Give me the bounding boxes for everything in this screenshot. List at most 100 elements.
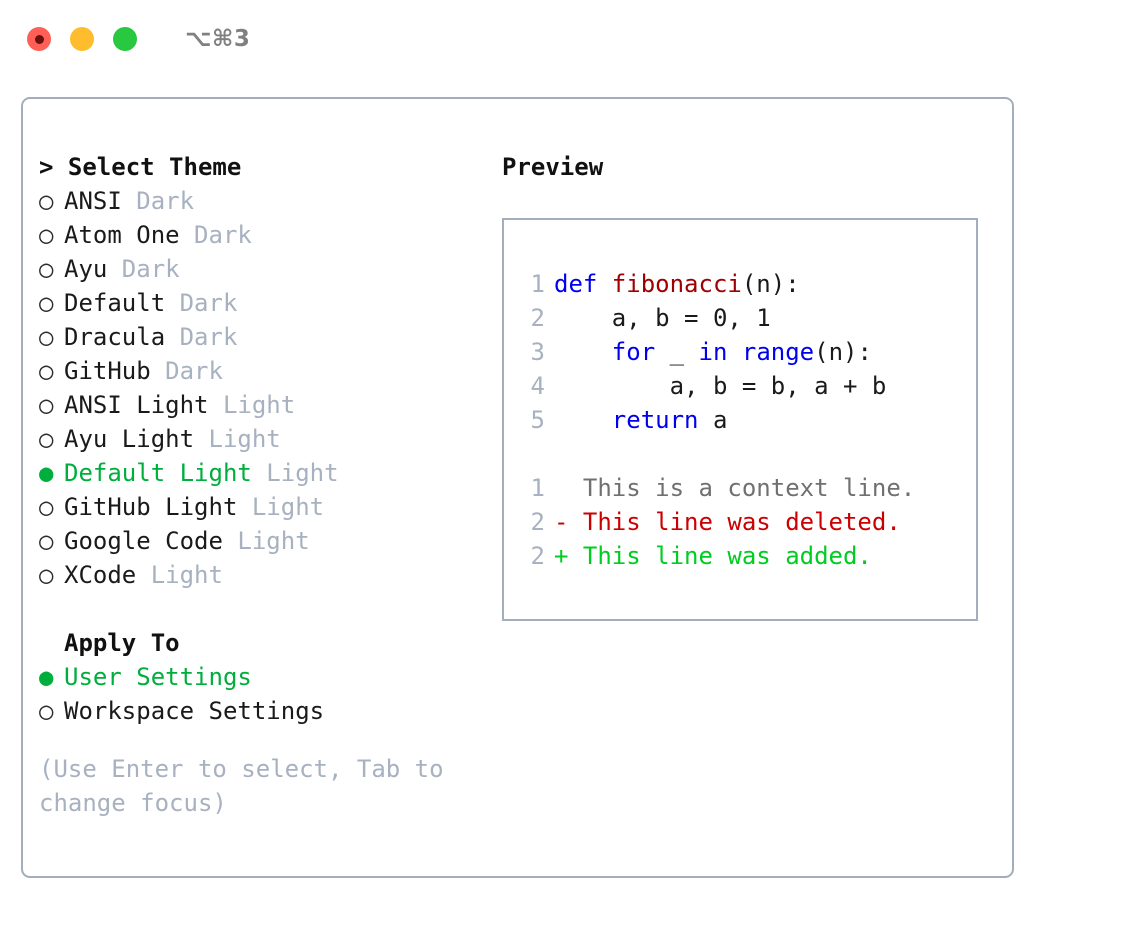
radio-unselected-icon[interactable]: ○ bbox=[39, 697, 54, 725]
code-token: range bbox=[741, 338, 815, 366]
theme-variant: Light bbox=[208, 425, 281, 453]
theme-list-item[interactable]: ○ GitHub Dark bbox=[39, 354, 489, 388]
theme-name: Default bbox=[64, 289, 180, 317]
theme-variant: Light bbox=[251, 493, 325, 521]
theme-list-item[interactable]: ○ XCode Light bbox=[39, 558, 489, 592]
code-token: a bbox=[698, 406, 728, 434]
traffic-light-buttons bbox=[27, 27, 137, 51]
code-token: fibonacci bbox=[611, 270, 742, 298]
preview-diff-block: 1 This is a context line. 2 - This line wa… bbox=[504, 471, 976, 573]
keyboard-hint-text: (Use Enter to select, Tab to change focu… bbox=[39, 755, 444, 817]
code-token: (n): bbox=[814, 338, 872, 366]
code-token bbox=[554, 338, 612, 366]
line-number: 5 bbox=[530, 406, 545, 434]
theme-selector-column: > Select Theme ○ANSI Dark○Atom One Dark○… bbox=[39, 150, 489, 820]
theme-name: Atom One bbox=[64, 221, 195, 249]
line-number: 2 bbox=[530, 508, 545, 536]
theme-name: ANSI bbox=[64, 187, 137, 215]
code-line: 4 a, b = b, a + b bbox=[504, 369, 976, 403]
apply-to-option[interactable]: ● User Settings bbox=[39, 660, 489, 694]
theme-name: ANSI Light bbox=[64, 391, 223, 419]
code-token: return bbox=[611, 406, 699, 434]
theme-variant: Dark bbox=[179, 323, 238, 351]
theme-list-item[interactable]: ○ ANSI Light Light bbox=[39, 388, 489, 422]
code-token: def bbox=[554, 270, 612, 298]
line-number: 1 bbox=[530, 474, 545, 502]
theme-name: Dracula bbox=[64, 323, 180, 351]
radio-unselected-icon[interactable]: ○ bbox=[39, 527, 54, 555]
radio-selected-icon[interactable]: ● bbox=[39, 663, 54, 691]
theme-name: GitHub Light bbox=[64, 493, 252, 521]
diff-text: - This line was deleted. bbox=[554, 508, 901, 536]
radio-unselected-icon[interactable]: ○ bbox=[39, 255, 54, 283]
line-number: 3 bbox=[530, 338, 545, 366]
radio-unselected-icon[interactable]: ○ bbox=[39, 493, 54, 521]
theme-name: Ayu Light bbox=[64, 425, 209, 453]
theme-name: GitHub bbox=[64, 357, 166, 385]
theme-list-item[interactable]: ○ Default Dark bbox=[39, 286, 489, 320]
title-bar: ⌥⌘3 bbox=[0, 0, 1140, 78]
diff-line: 2+ This line was added. bbox=[504, 539, 976, 573]
preview-header: Preview bbox=[502, 153, 604, 181]
theme-list-item[interactable]: ○ Atom One Dark bbox=[39, 218, 489, 252]
minimize-button[interactable] bbox=[70, 27, 94, 51]
code-token bbox=[727, 338, 741, 366]
theme-variant: Dark bbox=[136, 187, 195, 215]
theme-variant: Light bbox=[150, 561, 223, 589]
radio-unselected-icon[interactable]: ○ bbox=[39, 187, 54, 215]
code-line: 2 a, b = 0, 1 bbox=[504, 301, 976, 335]
theme-variant: Light bbox=[266, 459, 339, 487]
radio-unselected-icon[interactable]: ○ bbox=[39, 561, 54, 589]
apply-to-header: Apply To bbox=[64, 629, 180, 657]
code-token bbox=[554, 406, 612, 434]
theme-name: Ayu bbox=[64, 255, 122, 283]
maximize-button[interactable] bbox=[113, 27, 137, 51]
code-token: a, b = b, a + b bbox=[554, 372, 887, 400]
theme-list-item[interactable]: ○ Dracula Dark bbox=[39, 320, 489, 354]
theme-list-item[interactable]: ○ GitHub Light Light bbox=[39, 490, 489, 524]
theme-list-item[interactable]: ○ ANSI Dark bbox=[39, 184, 489, 218]
theme-list-item[interactable]: ○ Ayu Light Light bbox=[39, 422, 489, 456]
close-button[interactable] bbox=[27, 27, 51, 51]
code-token: _ bbox=[655, 338, 699, 366]
theme-variant: Dark bbox=[179, 289, 238, 317]
diff-line: 1 This is a context line. bbox=[504, 471, 976, 505]
theme-list-item[interactable]: ○ Google Code Light bbox=[39, 524, 489, 558]
radio-unselected-icon[interactable]: ○ bbox=[39, 289, 54, 317]
line-number: 2 bbox=[530, 304, 545, 332]
code-token: for bbox=[611, 338, 656, 366]
theme-variant: Dark bbox=[194, 221, 252, 249]
radio-unselected-icon[interactable]: ○ bbox=[39, 357, 54, 385]
theme-list: ○ ANSI Dark ○ Atom One Dark ○ Ayu Dark ○ Defaul… bbox=[39, 184, 489, 592]
radio-unselected-icon[interactable]: ○ bbox=[39, 425, 54, 453]
theme-variant: Dark bbox=[165, 357, 223, 385]
diff-text: + This line was added. bbox=[554, 542, 872, 570]
select-theme-header: > Select Theme bbox=[39, 153, 242, 181]
main-panel: > Select Theme ○ANSI Dark○Atom One Dark○… bbox=[21, 97, 1014, 878]
radio-unselected-icon[interactable]: ○ bbox=[39, 221, 54, 249]
theme-list-item[interactable]: ●Default Light Light bbox=[39, 456, 489, 490]
theme-name: Google Code bbox=[64, 527, 238, 555]
theme-list-item[interactable]: ○Ayu Dark bbox=[39, 252, 489, 286]
radio-selected-icon[interactable]: ● bbox=[39, 459, 54, 487]
code-line: 3 for _ in range(n): bbox=[504, 335, 976, 369]
radio-unselected-icon[interactable]: ○ bbox=[39, 391, 54, 419]
diff-text: This is a context line. bbox=[554, 474, 916, 502]
line-number: 1 bbox=[530, 270, 545, 298]
code-diff-separator bbox=[504, 437, 976, 471]
apply-to-label: User Settings bbox=[64, 663, 252, 691]
radio-unselected-icon[interactable]: ○ bbox=[39, 323, 54, 351]
apply-to-label: Workspace Settings bbox=[64, 697, 325, 725]
apply-to-option[interactable]: ○ Workspace Settings bbox=[39, 694, 489, 728]
theme-name: XCode bbox=[64, 561, 151, 589]
theme-variant: Light bbox=[237, 527, 310, 555]
line-number: 4 bbox=[530, 372, 545, 400]
theme-variant: Light bbox=[222, 391, 296, 419]
keyboard-shortcut-label: ⌥⌘3 bbox=[185, 26, 251, 52]
apply-to-options: ● User Settings ○ Workspace Settings bbox=[39, 660, 489, 728]
code-line: 5 return a bbox=[504, 403, 976, 437]
